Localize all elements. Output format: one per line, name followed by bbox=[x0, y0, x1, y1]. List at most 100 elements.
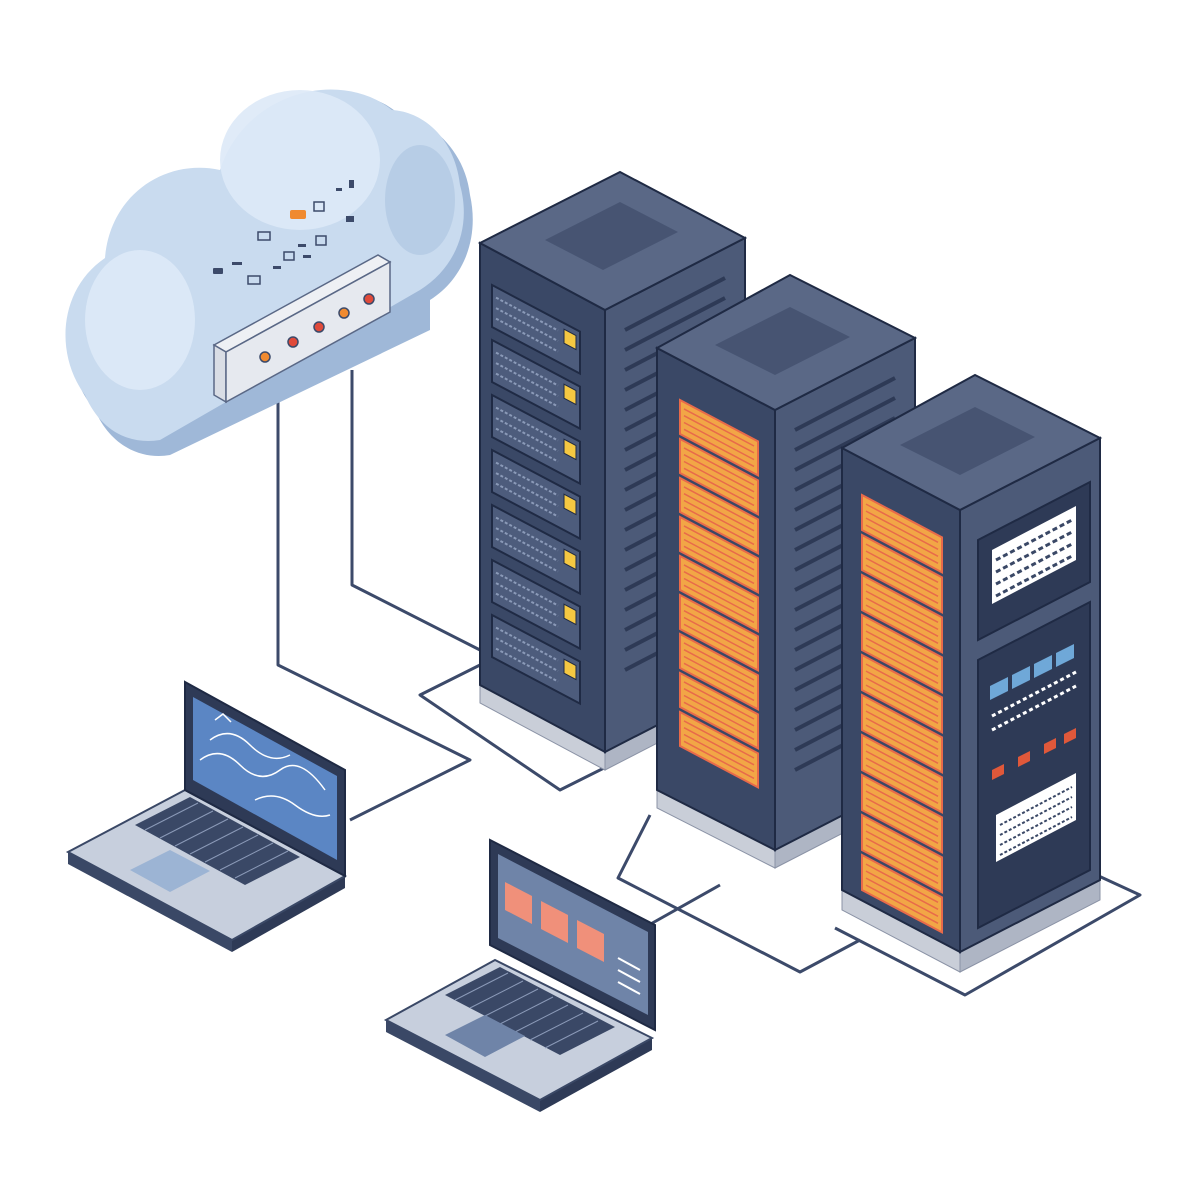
drive-stripe bbox=[683, 421, 755, 461]
drive-led-icon bbox=[563, 438, 577, 461]
drive-stripe bbox=[683, 701, 755, 741]
drive-stripe bbox=[865, 517, 939, 557]
drive-stripe bbox=[865, 823, 939, 863]
drive-bay bbox=[679, 515, 759, 595]
laptop-base-side bbox=[386, 1020, 540, 1112]
drive-stripe bbox=[683, 720, 755, 759]
drive-led-icon bbox=[563, 603, 577, 626]
status-lights bbox=[990, 644, 1074, 700]
drive-stripe bbox=[683, 486, 755, 525]
drive-stripe bbox=[865, 804, 939, 844]
cable-floor-loop-right bbox=[834, 870, 1142, 997]
drive-stripe bbox=[495, 362, 559, 397]
drive-stripe bbox=[865, 703, 939, 743]
panel-lower-screen bbox=[996, 773, 1076, 862]
vent-grille bbox=[900, 407, 1035, 475]
led-icon bbox=[287, 336, 299, 348]
touchpad bbox=[445, 1015, 525, 1057]
drive-stripe bbox=[495, 296, 559, 332]
drive-led-icon bbox=[563, 328, 577, 351]
drive-stripe bbox=[495, 351, 559, 387]
drive-stripe bbox=[683, 532, 755, 571]
drive-stripe bbox=[683, 538, 755, 578]
drive-stripe bbox=[683, 603, 755, 642]
drive-bay bbox=[861, 493, 943, 575]
drive-bay bbox=[679, 671, 759, 751]
drive-stripe bbox=[495, 317, 559, 353]
drive-led-icon bbox=[563, 383, 577, 406]
led-icon bbox=[313, 321, 325, 333]
drive-stripe bbox=[683, 571, 755, 610]
drive-stripe bbox=[865, 663, 939, 703]
laptop-screen bbox=[498, 854, 648, 1015]
drive-stripe bbox=[865, 590, 939, 630]
drive-stripe bbox=[495, 516, 559, 552]
drive-stripe bbox=[865, 710, 939, 750]
drive-stripe bbox=[865, 837, 939, 877]
drive-stripe bbox=[865, 637, 939, 677]
router-face bbox=[225, 260, 391, 404]
drive-stripe bbox=[865, 604, 939, 644]
server-rack-right bbox=[839, 373, 1103, 973]
drive-stripe bbox=[865, 510, 939, 550]
drive-bay bbox=[679, 398, 759, 478]
laptop-screen bbox=[193, 697, 337, 860]
drive-stripe bbox=[683, 454, 755, 493]
drive-stripe bbox=[683, 525, 755, 564]
drive-stripe bbox=[683, 649, 755, 688]
drive-stripe bbox=[495, 472, 559, 507]
drive-stripe bbox=[683, 655, 755, 695]
drive-stripe bbox=[683, 467, 755, 507]
drive-stripe bbox=[683, 408, 755, 447]
drive-stripe bbox=[683, 545, 755, 585]
drive-led-icon bbox=[563, 548, 577, 571]
drive-stripe bbox=[683, 506, 755, 546]
drive-bay bbox=[861, 733, 943, 815]
drive-stripe bbox=[865, 583, 939, 623]
drive-stripe bbox=[495, 427, 559, 463]
control-panel bbox=[977, 480, 1091, 930]
cable-router-to-rack-left bbox=[350, 370, 481, 652]
drive-bay bbox=[861, 533, 943, 615]
drive-bay bbox=[861, 813, 943, 895]
drive-led-icon bbox=[563, 658, 577, 681]
drive-stripe bbox=[865, 644, 939, 684]
drive-stripe bbox=[865, 684, 939, 724]
drive-stripe bbox=[495, 582, 559, 617]
vent-grille bbox=[545, 202, 678, 270]
drive-stripe bbox=[495, 406, 559, 442]
drive-stripe bbox=[683, 694, 755, 734]
drive-stripe bbox=[865, 550, 939, 590]
drive-stripe bbox=[683, 616, 755, 656]
screen-tiles bbox=[505, 882, 604, 962]
wave-chart-icon bbox=[199, 713, 331, 817]
drive-stripe bbox=[683, 493, 755, 532]
drive-stripe bbox=[865, 557, 939, 597]
drive-stripe bbox=[495, 592, 559, 628]
router-leds bbox=[259, 293, 375, 363]
drive-stripe bbox=[683, 727, 755, 766]
cloud-highlight-top bbox=[220, 90, 380, 230]
drive-stripe bbox=[495, 527, 559, 562]
drive-stripe bbox=[865, 743, 939, 783]
vent-grille bbox=[715, 307, 850, 375]
led-icon bbox=[363, 293, 375, 305]
drive-bays bbox=[491, 283, 581, 706]
drive-stripe bbox=[865, 543, 939, 583]
panel-upper-text bbox=[995, 518, 1073, 598]
drive-stripe bbox=[683, 415, 755, 454]
drive-stripe bbox=[865, 844, 939, 884]
keyboard-keys bbox=[144, 802, 289, 879]
drive-stripe bbox=[865, 870, 939, 910]
drive-stripe bbox=[495, 571, 559, 607]
drive-bay bbox=[679, 437, 759, 517]
drive-bay bbox=[861, 613, 943, 695]
drive-stripe bbox=[865, 783, 939, 823]
led-icon bbox=[338, 307, 350, 319]
drive-bay bbox=[679, 632, 759, 712]
drive-stripe bbox=[495, 482, 559, 518]
drive-stripe bbox=[495, 647, 559, 683]
router-device bbox=[212, 254, 392, 404]
drive-stripe bbox=[683, 428, 755, 468]
